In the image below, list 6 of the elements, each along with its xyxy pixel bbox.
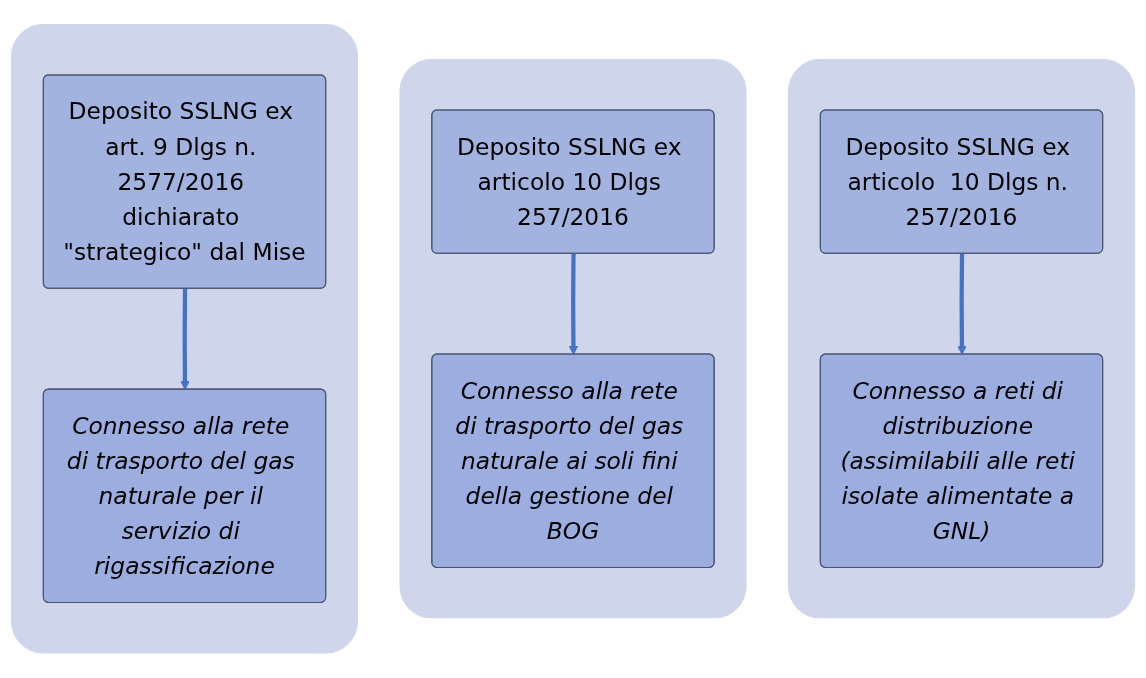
cluster <box>10 24 359 654</box>
arrow <box>568 254 579 356</box>
cluster <box>787 59 1136 619</box>
cluster <box>399 59 747 619</box>
arrow <box>957 254 967 356</box>
arrow <box>180 289 190 391</box>
